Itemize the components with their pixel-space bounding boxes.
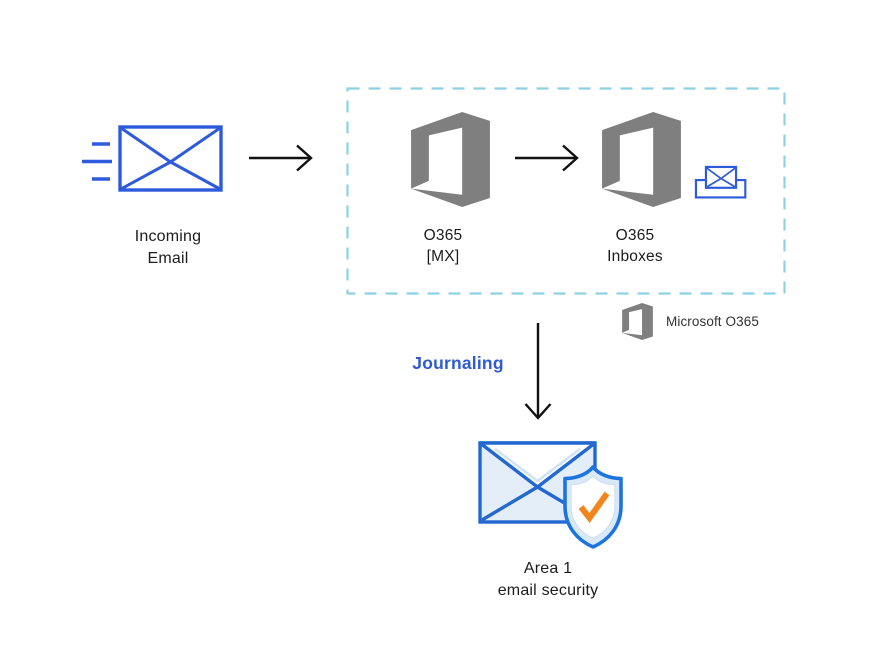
inbox-envelope [704, 165, 738, 189]
envelope-outline-icon [118, 125, 223, 192]
o365-mx-label-line2: [MX] [426, 248, 460, 265]
office-365-logo-icon [411, 112, 490, 207]
arrow-down-icon [524, 323, 552, 420]
o365-inboxes-label-line2: Inboxes [607, 248, 663, 265]
o365-mx-label: O365 [MX] [393, 225, 493, 267]
inbox-envelope-icon [694, 165, 747, 199]
incoming-email-label-line1: Incoming [134, 228, 202, 245]
journaling-label: Journaling [412, 353, 504, 373]
legend-microsoft-o365: Microsoft O365 [622, 303, 759, 340]
incoming-email-label-line2: Email [147, 250, 189, 267]
area1-shield [563, 465, 623, 549]
arrow-right-icon [515, 144, 579, 172]
area1-label-line1: Area 1 [523, 560, 573, 577]
office-365-logo-icon [602, 112, 681, 207]
incoming-email-label: Incoming Email [98, 226, 238, 270]
checkmark-icon [578, 491, 610, 524]
office-365-logo-icon [622, 303, 653, 340]
motion-lines-icon [82, 142, 112, 181]
arrow-right-icon [249, 144, 313, 172]
envelope-shield-check-icon [478, 441, 623, 549]
o365-boundary-box [346, 87, 786, 295]
o365-mx-label-line1: O365 [423, 227, 463, 244]
area1-label: Area 1 email security [467, 558, 629, 602]
legend-label: Microsoft O365 [666, 314, 759, 329]
o365-inboxes-label: O365 Inboxes [585, 225, 685, 267]
o365-inboxes-label-line1: O365 [615, 227, 655, 244]
area1-label-line2: email security [497, 582, 599, 599]
